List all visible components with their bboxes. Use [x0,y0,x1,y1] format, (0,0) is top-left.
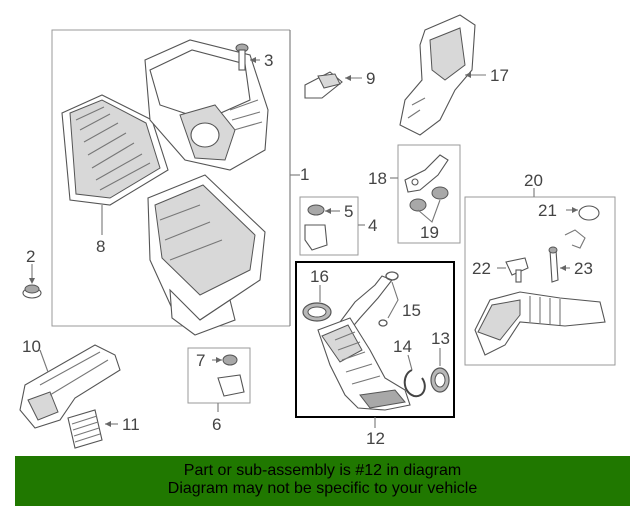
callout-1: 1 [300,165,309,184]
clamp-part-21 [564,205,600,249]
group-box-1 [51,29,290,327]
callout-5: 5 [344,202,353,221]
arrow-2 [29,278,35,284]
arrow-3 [250,57,256,63]
resonator-part-17 [399,14,476,136]
callout-15: 15 [402,301,421,320]
grommet-part-7 [217,354,245,397]
callout-9: 9 [366,69,375,88]
callout-6: 6 [212,415,221,434]
callout-18: 18 [368,169,387,188]
sensor-part-22 [505,257,529,283]
callout-20: 20 [524,171,543,190]
callout-19: 19 [420,223,439,242]
notice-line-2: Diagram may not be specific to your vehi… [167,480,478,497]
o-ring-part-15 [378,271,399,327]
grommet-part-2 [22,284,42,299]
ring-part-13 [430,367,450,393]
notice-line-1: Part or sub-assembly is #12 in diagram [183,462,462,479]
leader-10 [39,349,49,373]
callout-21: 21 [538,201,557,220]
sensor-part-9 [304,71,343,99]
callout-3: 3 [264,51,273,70]
callout-11: 11 [122,415,140,434]
group-box-4 [299,196,359,256]
arrow-23 [560,265,566,271]
arrow-7 [216,357,222,363]
seal-part-16 [302,302,332,322]
arrow-17 [465,72,471,78]
callout-2: 2 [26,247,35,266]
air-filter-part-8 [61,94,169,206]
callout-23: 23 [574,259,593,278]
bolt-part-3 [235,43,249,71]
grommet-part-5 [304,204,328,251]
intake-duct-part-12 [317,275,411,411]
group-box-6 [187,347,251,404]
callout-4: 4 [368,216,377,235]
grille-part-11 [67,409,103,449]
arrow-5 [325,208,331,214]
arrow-21 [572,207,578,213]
callout-13: 13 [431,329,450,348]
callout-17: 17 [490,66,509,85]
group-box-20 [464,196,616,366]
callout-22: 22 [472,259,491,278]
parts-diagram: 1 2 3 4 5 6 7 8 9 10 11 12 13 14 15 16 1… [19,14,616,449]
bracket-part-18 [404,154,449,193]
arrow-11 [105,421,111,427]
arrow-9 [345,75,351,81]
callout-16: 16 [310,267,329,286]
leader-19 [417,199,441,223]
clamp-part-14 [403,369,426,398]
notice-banner: Part or sub-assembly is #12 in diagram D… [15,456,630,506]
pin-part-23 [548,246,559,283]
air-box-upper [144,39,269,171]
grommet-part-19 [409,186,449,212]
callout-12: 12 [366,429,385,448]
air-duct-part-10 [19,344,121,429]
leader-14 [407,354,413,371]
intake-hose-part-20 [474,291,606,356]
callout-10: 10 [22,337,41,356]
callout-14: 14 [393,337,412,356]
leader-15 [387,281,399,319]
callout-7: 7 [196,351,205,370]
air-box-lower [147,174,266,336]
group-box-18 [397,144,461,244]
callout-8: 8 [96,237,105,256]
